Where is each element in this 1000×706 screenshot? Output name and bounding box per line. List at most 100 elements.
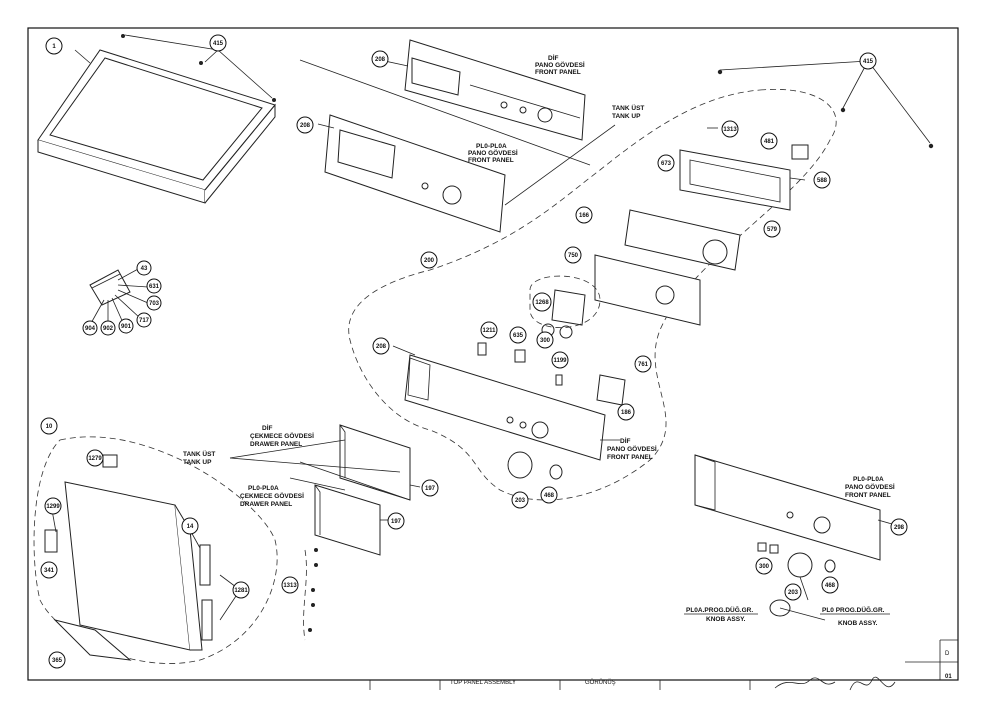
callout: 208 <box>371 50 389 68</box>
pcb-main-part <box>594 254 701 326</box>
svg-text:186: 186 <box>621 410 632 416</box>
svg-text:203: 203 <box>515 498 526 504</box>
svg-text:10: 10 <box>46 424 53 430</box>
callout: 904 <box>82 320 98 336</box>
screw-icon <box>311 588 315 592</box>
screw-icon <box>121 34 125 38</box>
callout: 200 <box>420 251 438 269</box>
callout: 166 <box>575 206 593 224</box>
callout: 750 <box>564 246 582 264</box>
callout: 579 <box>763 220 781 238</box>
svg-text:1281: 1281 <box>234 588 248 594</box>
label-tank-up: TANK UP <box>612 113 641 120</box>
callout: 635 <box>509 326 527 344</box>
label-front-panel: FRONT PANEL <box>845 492 891 499</box>
callout: 203 <box>784 583 802 601</box>
callout: 1313 <box>721 120 739 138</box>
callout: 298 <box>890 518 908 536</box>
svg-text:717: 717 <box>139 318 150 324</box>
callout: 208 <box>296 116 314 134</box>
callout: 365 <box>48 651 66 669</box>
svg-text:761: 761 <box>638 362 649 368</box>
label-front-panel: FRONT PANEL <box>468 157 514 164</box>
callout: 468 <box>540 486 558 504</box>
front-panel-pl0-top <box>324 114 506 233</box>
callout: 1313 <box>281 576 299 594</box>
label-dif: DİF <box>262 424 273 432</box>
svg-text:631: 631 <box>149 284 160 290</box>
svg-text:902: 902 <box>103 326 114 332</box>
footer-revision: D <box>945 651 950 657</box>
label-tank-up: TANK UP <box>183 459 212 466</box>
label-pl: PL0-PL0A <box>248 485 279 492</box>
svg-text:901: 901 <box>121 324 132 330</box>
label-pano: PANO GÖVDESİ <box>607 444 657 453</box>
svg-text:203: 203 <box>788 590 799 596</box>
callout: 341 <box>40 561 58 579</box>
svg-text:703: 703 <box>149 301 160 307</box>
callout: 197 <box>421 479 439 497</box>
knob-part <box>507 451 533 479</box>
svg-text:904: 904 <box>85 326 96 332</box>
front-panel-dif-mid <box>404 354 606 461</box>
callout: 300 <box>755 557 773 575</box>
switch-481-part <box>791 144 809 160</box>
callout: 203 <box>511 491 529 509</box>
screw-icon <box>311 603 315 607</box>
callout: 197 <box>387 512 405 530</box>
signature-mark <box>774 676 896 691</box>
svg-text:1313: 1313 <box>723 127 737 133</box>
svg-text:365: 365 <box>52 658 63 664</box>
label-front-panel: FRONT PANEL <box>535 69 581 76</box>
svg-text:1313: 1313 <box>283 583 297 589</box>
label-dif: DİF <box>620 437 631 445</box>
svg-text:341: 341 <box>44 568 55 574</box>
callout: 208 <box>372 337 390 355</box>
svg-text:208: 208 <box>300 123 311 129</box>
svg-text:1279: 1279 <box>88 456 102 462</box>
screw-icon <box>717 69 723 75</box>
callout: 1211 <box>480 321 498 339</box>
callout: 761 <box>634 355 652 373</box>
callout: 186 <box>617 403 635 421</box>
svg-text:298: 298 <box>894 525 905 531</box>
screw-icon <box>272 98 276 102</box>
svg-text:197: 197 <box>425 486 436 492</box>
callout: 902 <box>100 320 116 336</box>
assembly-boundary <box>348 88 837 501</box>
svg-text:300: 300 <box>540 338 551 344</box>
led-part <box>555 374 563 386</box>
connector-part <box>477 342 487 356</box>
callout: 415 <box>859 52 877 70</box>
front-panel-pl0-right <box>694 454 881 561</box>
svg-text:166: 166 <box>579 213 590 219</box>
knob-cap-part <box>824 559 836 573</box>
screw-icon <box>308 628 312 632</box>
label-tank-ust: TANK ÜST <box>183 449 215 458</box>
screw-icon <box>314 563 318 567</box>
svg-text:200: 200 <box>424 258 435 264</box>
svg-text:43: 43 <box>141 266 148 272</box>
svg-text:14: 14 <box>187 524 194 530</box>
label-pano: PANO GÖVDESİ <box>845 482 895 491</box>
screw-icon <box>199 61 203 65</box>
label-pl: PL0-PL0A <box>853 476 884 483</box>
svg-text:481: 481 <box>764 139 775 145</box>
svg-text:588: 588 <box>817 178 828 184</box>
screw-icon <box>314 548 318 552</box>
footer-sheet-number: 01 <box>945 674 952 680</box>
svg-text:208: 208 <box>375 57 386 63</box>
label-dif: DİF <box>548 54 559 62</box>
svg-text:300: 300 <box>759 564 770 570</box>
callout: 703 <box>146 295 162 311</box>
callout: 1268 <box>532 292 552 312</box>
svg-text:750: 750 <box>568 253 579 259</box>
svg-text:415: 415 <box>863 59 874 65</box>
label-cekmece: ÇEKMECE GÖVDESİ <box>240 491 304 500</box>
svg-text:468: 468 <box>825 583 836 589</box>
connector-part <box>514 349 526 363</box>
drawer-197-lower <box>314 484 381 556</box>
screw-icon <box>928 143 934 149</box>
